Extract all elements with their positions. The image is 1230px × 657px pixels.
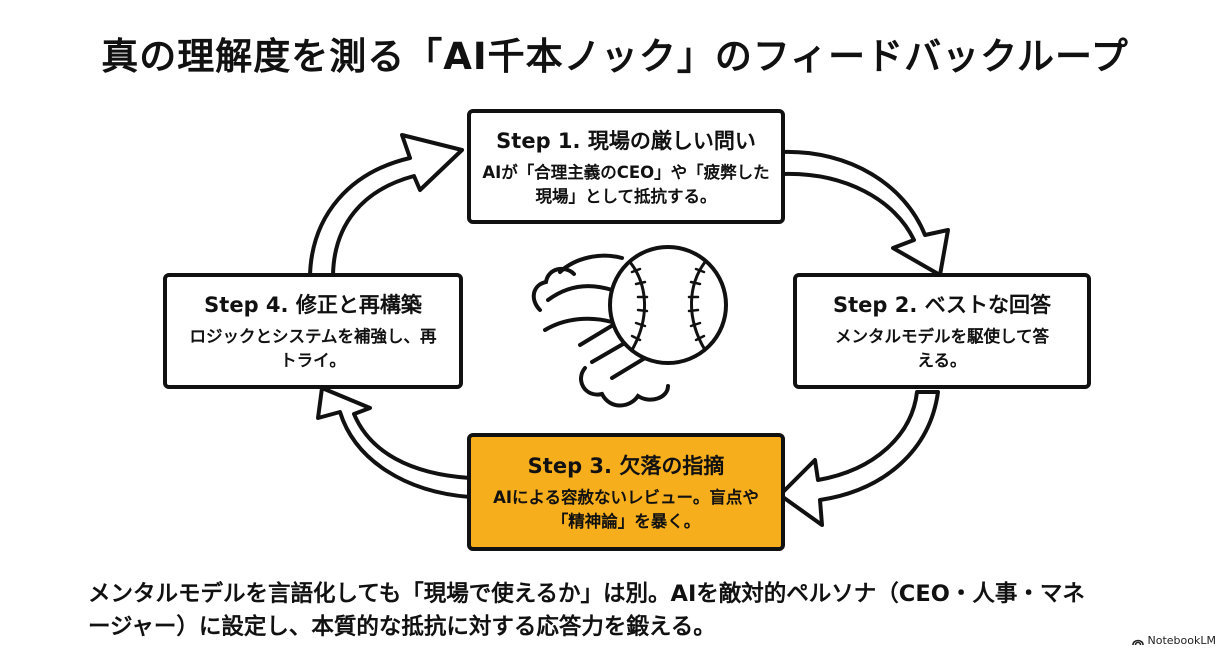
cycle-arrow-icon (316, 386, 472, 499)
step-1-heading: Step 1. 現場の厳しい問い (496, 128, 756, 153)
step-2-box: Step 2. ベストな回答 メンタルモデルを駆使して答える。 (793, 273, 1091, 389)
step-1-box: Step 1. 現場の厳しい問い AIが「合理主義のCEO」や「疲弊した現場」と… (467, 109, 785, 224)
step-4-box: Step 4. 修正と再構築 ロジックとシステムを補強し、再トライ。 (163, 273, 463, 389)
page-title: 真の理解度を測る「AI千本ノック」のフィードバックループ (101, 35, 1129, 78)
step-3-description: AIによる容赦ないレビュー。盲点や「精神論」を暴く。 (493, 488, 759, 531)
brand-watermark: NotebookLM (1131, 634, 1216, 647)
step-3-box: Step 3. 欠落の指摘 AIによる容赦ないレビュー。盲点や「精神論」を暴く。 (467, 433, 785, 551)
step-3-heading: Step 3. 欠落の指摘 (527, 454, 725, 479)
step-1-description: AIが「合理主義のCEO」や「疲弊した現場」として抵抗する。 (482, 162, 770, 206)
notebooklm-logo-icon (1131, 639, 1144, 645)
summary-caption: メンタルモデルを言語化しても「現場で使えるか」は別。AIを敵対的ペルソナ（CEO… (88, 581, 1085, 640)
step-4-description: ロジックとシステムを補強し、再トライ。 (189, 327, 437, 370)
step-4-heading: Step 4. 修正と再構築 (204, 293, 422, 318)
cycle-arrow-icon (308, 133, 464, 277)
step-2-description: メンタルモデルを駆使して答える。 (834, 327, 1049, 370)
cycle-arrow-icon (780, 149, 950, 277)
step-2-heading: Step 2. ベストな回答 (832, 293, 1052, 318)
baseball-icon (531, 245, 728, 408)
brand-label: NotebookLM (1147, 634, 1216, 647)
cycle-arrow-icon (778, 390, 940, 527)
